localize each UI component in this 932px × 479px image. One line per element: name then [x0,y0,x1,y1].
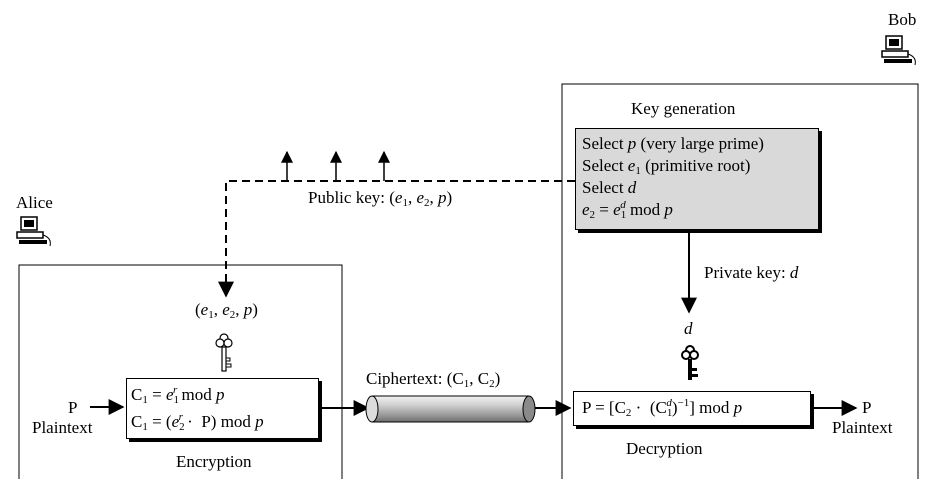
select-e1-line: Select e1 (primitive root) [582,156,751,177]
public-key-icon [215,333,233,372]
bob-label: Bob [888,10,917,29]
alice-key-tuple: (e1, e2, p) [195,300,258,321]
alice-label: Alice [16,193,53,212]
ciphertext-label: Ciphertext: (C1, C2) [366,369,501,390]
e2-formula-line: e2 = e1d mod p [582,199,673,221]
alice-computer-icon [16,216,51,247]
key-generation-box: Select p (very large prime) Select e1 (p… [575,128,819,230]
decryption-box: P = [C2 · (C1d)−1] mod p [573,391,811,426]
plaintext-out-symbol: P [862,398,872,417]
public-key-label: Public key: (e1, e2, p) [308,188,453,209]
select-d-line: Select d [582,178,637,197]
private-key-label: Private key: d [704,263,799,282]
encryption-title: Encryption [176,452,252,471]
bob-computer-icon [881,35,916,66]
select-p-line: Select p (very large prime) [582,134,764,153]
decryption-title: Decryption [626,439,703,458]
c2-formula-line: C1 = (e2r · P) mod p [131,411,264,433]
encryption-box: C1 = e1r mod p C1 = (e2r · P) mod p [126,378,319,439]
decryption-formula: P = [C2 · (C1d)−1] mod p [582,397,743,419]
key-generation-title: Key generation [631,99,736,118]
c1-formula-line: C1 = e1r mod p [131,384,225,406]
plaintext-out-label: Plaintext [832,418,893,437]
plaintext-in-symbol: P [68,398,78,417]
private-key-icon [681,345,699,380]
bob-frame [561,83,919,479]
bob-private-d: d [684,319,693,338]
plaintext-in-label: Plaintext [32,418,93,437]
alice-frame [18,264,343,479]
ciphertext-channel [365,395,536,423]
